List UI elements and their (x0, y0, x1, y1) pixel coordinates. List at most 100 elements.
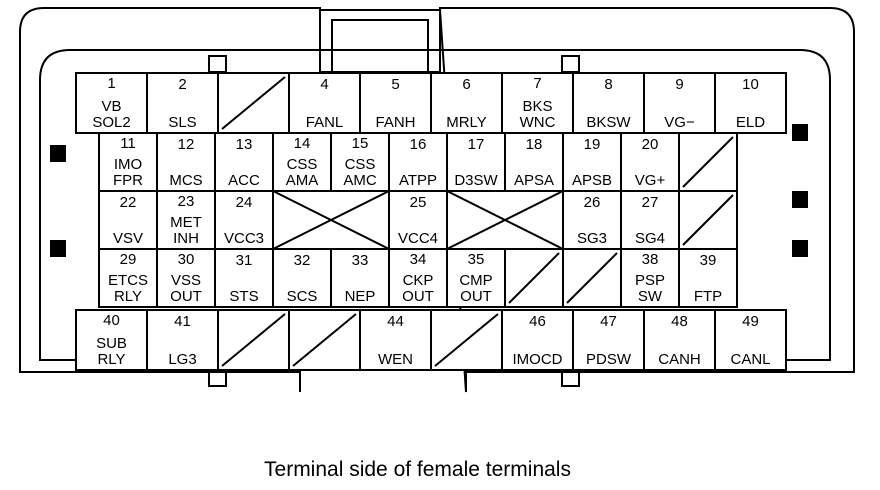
terminal-number: 46 (529, 313, 546, 330)
side-latch-left-lower (50, 240, 66, 257)
lock-tab-inner (331, 19, 429, 73)
terminal-label: OUT (402, 288, 434, 305)
terminal-8 (572, 72, 645, 134)
terminal-label: INH (173, 230, 199, 247)
terminal-label: BKSW (586, 114, 631, 131)
terminal-label: BKS (522, 98, 552, 115)
terminal-14 (272, 132, 332, 192)
terminal-number: 38 (642, 251, 659, 268)
terminal-22 (98, 190, 158, 250)
terminal-number: 15 (352, 135, 369, 152)
terminal-label: IMO (114, 156, 142, 173)
terminal-label: PSP (635, 272, 665, 289)
terminal-number: 12 (178, 136, 195, 153)
terminal-15 (330, 132, 390, 192)
terminal-number: 27 (642, 194, 659, 211)
terminal-label: RLY (97, 351, 125, 368)
terminal-label: VSV (113, 230, 143, 247)
terminal-number: 48 (671, 313, 688, 330)
blank-cavity-diagonal (221, 313, 286, 367)
terminal-label: OUT (170, 288, 202, 305)
terminal-40 (75, 309, 148, 371)
terminal-number: 4 (320, 76, 328, 93)
key-post-top-left (208, 55, 227, 73)
terminal-29 (98, 248, 158, 308)
terminal-41 (146, 309, 219, 371)
terminal-label: CANH (658, 351, 701, 368)
terminal-label: PDSW (586, 351, 632, 368)
terminal-label: WNC (520, 114, 556, 131)
terminal-label: CMP (459, 272, 492, 289)
terminal-number: 40 (103, 312, 120, 329)
terminal-label: VSS (171, 272, 201, 289)
terminal-number: 10 (742, 76, 759, 93)
terminal-label: VB (101, 98, 121, 115)
blank-cavity-diagonal (221, 76, 286, 130)
terminal-label: FPR (113, 172, 143, 189)
terminal-label: ELD (736, 114, 765, 131)
crossed-cavity-line (272, 190, 390, 250)
key-post-top-right (561, 55, 580, 73)
terminal-2 (146, 72, 219, 134)
terminal-number: 47 (600, 313, 617, 330)
terminal-44 (359, 309, 432, 371)
terminal-number: 24 (236, 194, 253, 211)
terminal-label: VCC3 (224, 230, 264, 247)
terminal-number: 22 (120, 194, 137, 211)
terminal-number: 31 (236, 252, 253, 269)
blank-cavity-diagonal (292, 313, 357, 367)
side-latch-right-upper (792, 124, 808, 141)
terminal-label: APSA (514, 172, 554, 189)
terminal-label: APSB (572, 172, 612, 189)
terminal-number: 16 (410, 136, 427, 153)
terminal-number: 39 (700, 252, 717, 269)
terminal-label: D3SW (454, 172, 498, 189)
terminal-label: VG− (664, 114, 695, 131)
terminal-18 (504, 132, 564, 192)
terminal-32 (272, 248, 332, 308)
terminal-number: 19 (584, 136, 601, 153)
terminal-label: OUT (460, 288, 492, 305)
terminal-label: ETCS (108, 272, 148, 289)
terminal-number: 41 (174, 313, 191, 330)
terminal-label: VG+ (635, 172, 666, 189)
terminal-33 (330, 248, 390, 308)
crossed-cavity-line (446, 190, 564, 250)
terminal-number: 1 (107, 75, 115, 92)
connector-housing-outline (19, 7, 855, 393)
diagram-caption: Terminal side of female terminals (264, 458, 571, 481)
terminal-label: FTP (694, 288, 722, 305)
terminal-label: ACC (228, 172, 260, 189)
terminal-label: CKP (403, 272, 434, 289)
terminal-number: 25 (410, 194, 427, 211)
terminal-label: CANL (730, 351, 770, 368)
terminal-label: SCS (287, 288, 318, 305)
terminal-17 (446, 132, 506, 192)
terminal-number: 2 (178, 76, 186, 93)
side-latch-right-middle (792, 191, 808, 208)
terminal-label: VCC4 (398, 230, 438, 247)
terminal-label: ATPP (399, 172, 437, 189)
terminal-number: 33 (352, 252, 369, 269)
terminal-number: 18 (526, 136, 543, 153)
terminal-10 (714, 72, 787, 134)
side-latch-left-upper (50, 145, 66, 162)
terminal-number: 34 (410, 251, 427, 268)
terminal-label: RLY (114, 288, 142, 305)
terminal-number: 44 (387, 313, 404, 330)
terminal-label: MET (170, 214, 202, 231)
terminal-30 (156, 248, 216, 308)
terminal-38 (620, 248, 680, 308)
terminal-number: 17 (468, 136, 485, 153)
terminal-number: 29 (120, 251, 137, 268)
terminal-number: 35 (468, 251, 485, 268)
terminal-label: LG3 (168, 351, 196, 368)
blank-cavity-diagonal (434, 313, 499, 367)
terminal-label: SG3 (577, 230, 607, 247)
side-latch-right-lower (792, 240, 808, 257)
terminal-label: SLS (168, 114, 196, 131)
blank-cavity-diagonal (682, 194, 734, 246)
terminal-47 (572, 309, 645, 371)
terminal-number: 32 (294, 252, 311, 269)
